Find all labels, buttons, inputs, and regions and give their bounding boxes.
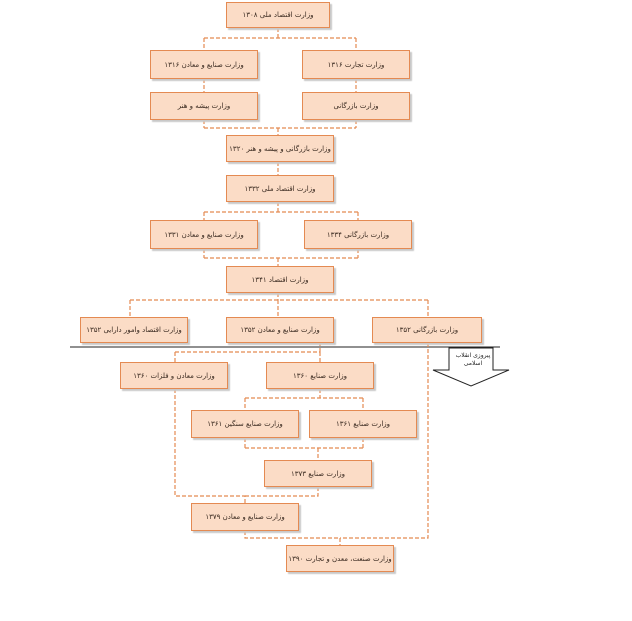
- node-ministry-trade-1334: وزارت بازرگانی ۱۳۳۴: [304, 220, 412, 249]
- node-ministry-economy-finance-1352: وزارت اقتصاد وامور دارایی ۱۳۵۲: [80, 317, 188, 343]
- node-ministry-heavy-industries-1361: وزارت صنایع سنگین ۱۳۶۱: [191, 410, 299, 438]
- node-ministry-industries-1361: وزارت صنایع ۱۳۶۱: [309, 410, 417, 438]
- revolution-label: پیروزی انقلاب اسلامی: [455, 352, 491, 367]
- node-ministry-national-economy-1308: وزارت اقتصاد ملی ۱۳۰۸: [226, 2, 330, 28]
- node-ministry-industry-mines-1331: وزارت صنایع و معادن ۱۳۳۱: [150, 220, 258, 249]
- node-ministry-industries-1360: وزارت صنایع ۱۳۶۰: [266, 362, 374, 389]
- node-ministry-industry-mine-trade-1390: وزارت صنعت، معدن و تجارت ۱۳۹۰: [286, 545, 394, 572]
- node-ministry-trade-crafts-1320: وزارت بازرگانی و پیشه و هنر ۱۳۲۰: [226, 135, 334, 162]
- node-ministry-trade-1352: وزارت بازرگانی ۱۳۵۲: [372, 317, 482, 343]
- node-ministry-crafts-arts: وزارت پیشه و هنر: [150, 92, 258, 120]
- node-ministry-industry-mines-1352: وزارت صنایع و معادن ۱۳۵۲: [226, 317, 334, 343]
- revolution-arrow-icon: [432, 347, 510, 387]
- node-ministry-industry-mines-1316: وزارت صنایع و معادن ۱۳۱۶: [150, 50, 258, 79]
- node-ministry-commerce-1316: وزارت تجارت ۱۳۱۶: [302, 50, 410, 79]
- node-ministry-trade: وزارت بازرگانی: [302, 92, 410, 120]
- node-ministry-industries-1373: وزارت صنایع ۱۳۷۳: [264, 460, 372, 487]
- node-ministry-national-economy-1332: وزارت اقتصاد ملی ۱۳۳۲: [226, 175, 334, 202]
- node-ministry-economy-1341: وزارت اقتصاد ۱۳۴۱: [226, 266, 334, 293]
- node-ministry-mines-metals-1360: وزارت معادن و فلزات ۱۳۶۰: [120, 362, 228, 389]
- node-ministry-industry-mines-1379: وزارت صنایع و معادن ۱۳۷۹: [191, 503, 299, 531]
